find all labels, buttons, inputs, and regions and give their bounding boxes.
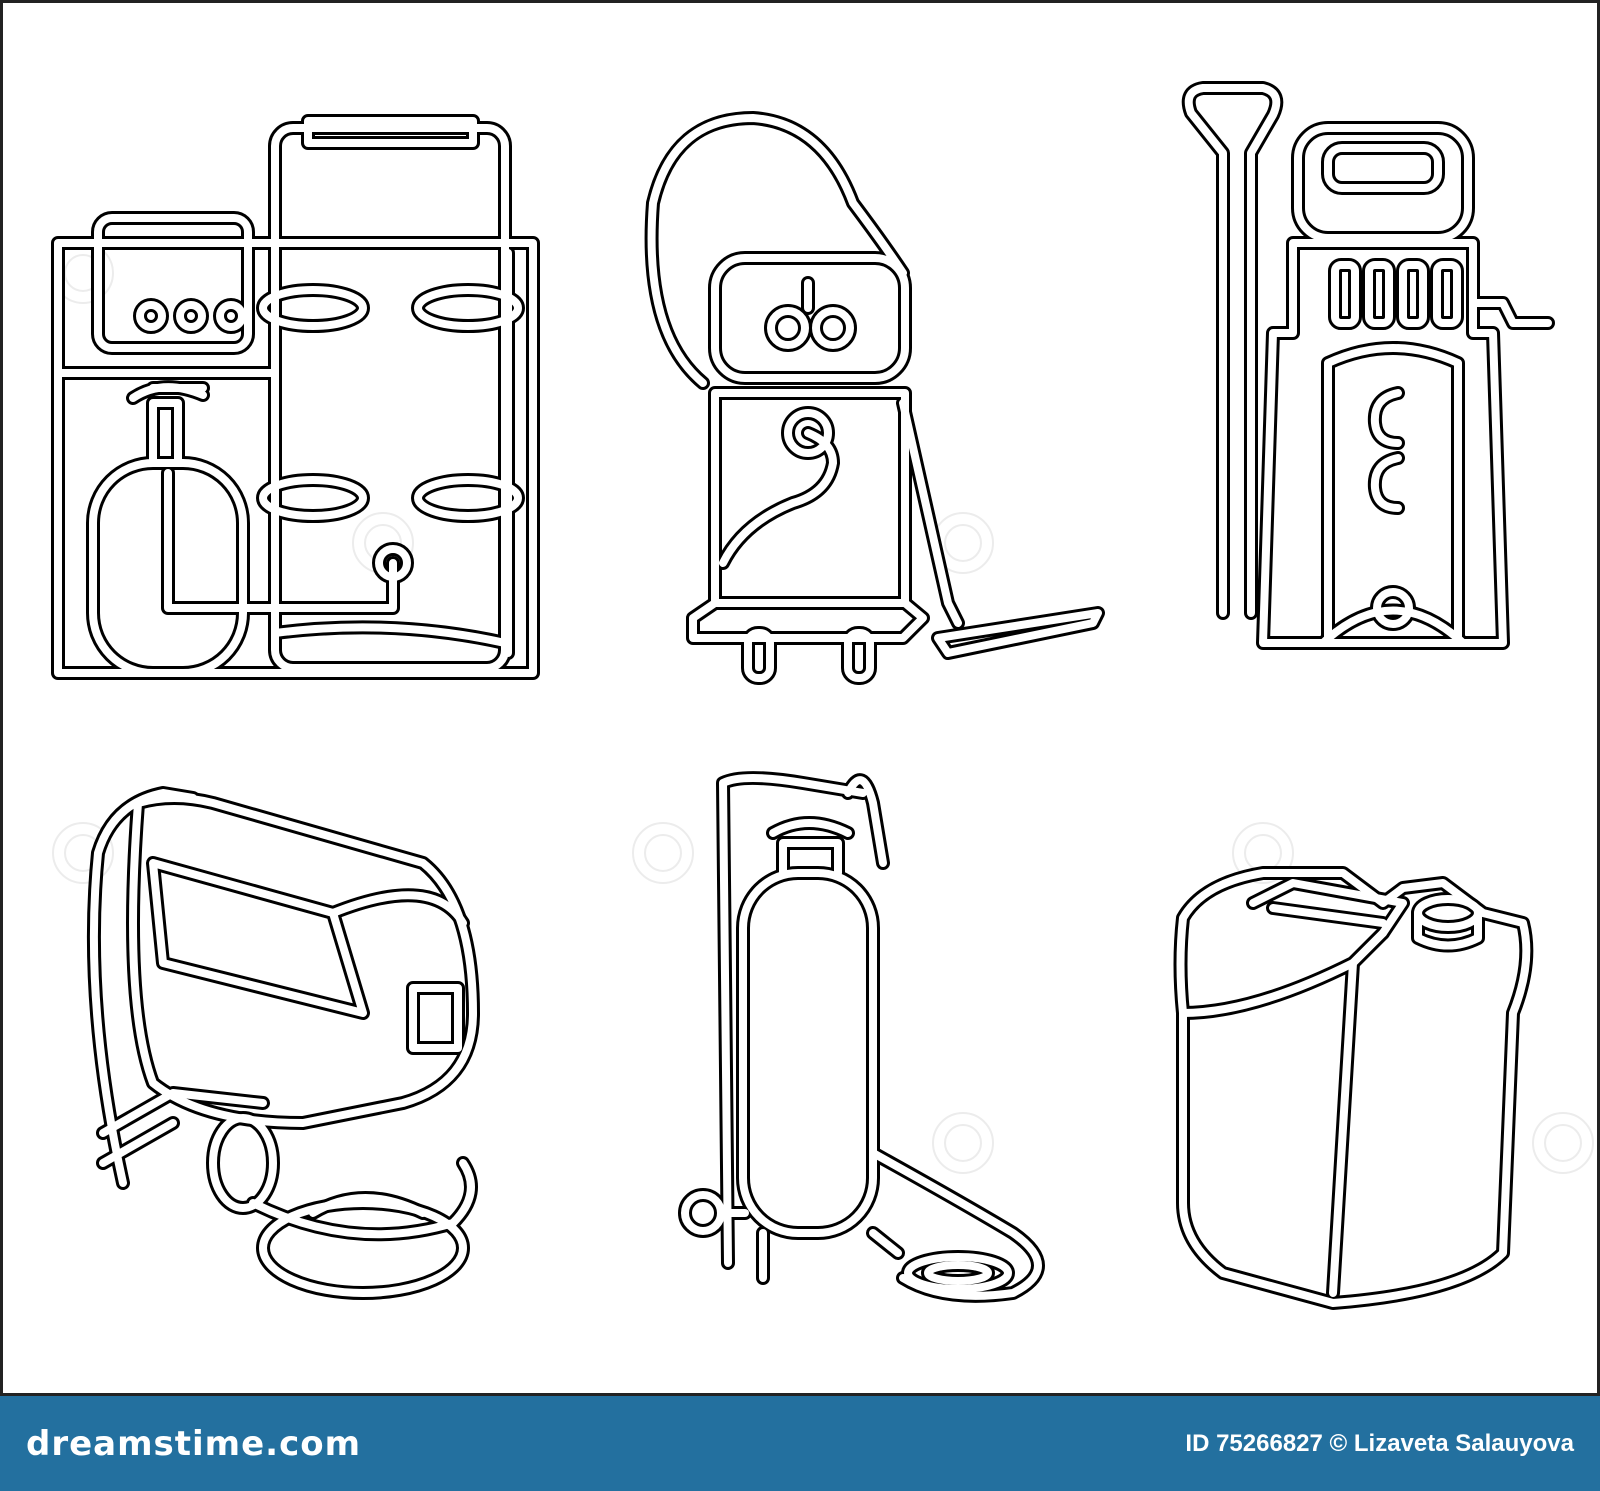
stock-footer-bar: dreamstime.com ID 75266827 © Lizaveta Sa… [0,1396,1600,1491]
foam-sprayer-tank-icon [678,771,1045,1303]
wet-vacuum-cleaner-icon [644,111,1105,685]
image-credit: ID 75266827 © Lizaveta Salauyova [1185,1429,1574,1457]
brand-logo-text[interactable]: dreamstime.com [26,1423,362,1464]
floor-scrubber-icon [86,786,480,1300]
water-treatment-system-icon [51,114,540,680]
pressure-washer-icon [1189,88,1548,643]
jerrycan-icon [1173,866,1534,1310]
illustration-frame [0,0,1600,1396]
